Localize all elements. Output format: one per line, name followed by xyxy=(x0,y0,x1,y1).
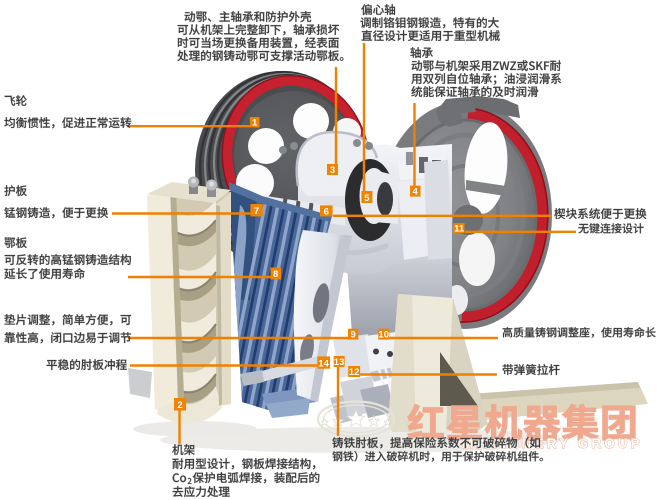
svg-text:9: 9 xyxy=(350,330,355,341)
svg-text:2: 2 xyxy=(177,400,182,411)
svg-text:4: 4 xyxy=(413,187,419,198)
svg-text:7: 7 xyxy=(254,206,259,217)
svg-text:13: 13 xyxy=(334,357,345,368)
svg-text:5: 5 xyxy=(364,193,370,204)
svg-text:6: 6 xyxy=(324,206,329,217)
svg-text:11: 11 xyxy=(454,224,465,235)
svg-text:12: 12 xyxy=(349,367,360,378)
svg-text:10: 10 xyxy=(378,330,389,341)
svg-text:1: 1 xyxy=(252,117,258,128)
svg-text:8: 8 xyxy=(273,269,278,280)
svg-text:MACHINERY GROUP: MACHINERY GROUP xyxy=(462,436,643,451)
svg-text:14: 14 xyxy=(318,358,329,369)
svg-text:3: 3 xyxy=(330,165,335,176)
